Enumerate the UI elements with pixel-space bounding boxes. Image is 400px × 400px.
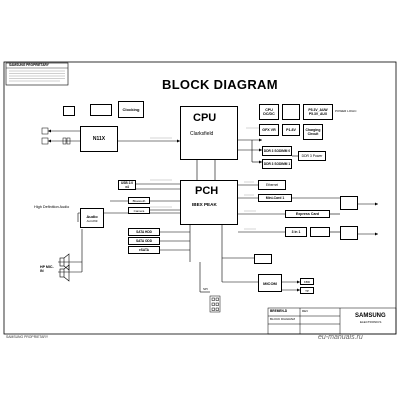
right-connector-b	[340, 226, 358, 240]
audio-codec-block: Audio ALC269	[80, 208, 104, 228]
minicard1-block: Mini-Card 1	[258, 194, 292, 202]
card-reader-block: 3 in 1	[285, 227, 307, 237]
card-reader-label: 3 in 1	[291, 230, 301, 234]
title-block	[267, 307, 397, 335]
proprietary-title: SAMSUNG PROPRIETARY	[9, 63, 49, 67]
title-project: BREMEN-D	[270, 309, 288, 313]
gfx-vr-block: GFX VR	[259, 124, 279, 136]
samsung-logo: SAMSUNG	[355, 313, 386, 319]
hd-audio-label: High Definition Audio	[34, 205, 70, 209]
minicard1-label: Mini-Card 1	[265, 196, 285, 200]
kbd-block: KBD	[300, 278, 314, 285]
cpu-dcdc-block: CPU DC/DC	[259, 104, 279, 120]
usb-ports-label: USB 2.0 x4	[120, 181, 134, 189]
p18v-label: P1.8V	[286, 128, 296, 132]
gpu-n11x-block: N11X	[80, 126, 118, 152]
signal-wires	[48, 130, 378, 293]
card-slot-block	[310, 227, 330, 237]
kbc-buffer-block	[254, 254, 272, 264]
p18v-block: P1.8V	[282, 124, 300, 136]
sheet-frame	[3, 61, 397, 335]
ddr3-sodimm1-block: DDR 3 SODIMM 1	[262, 159, 292, 169]
samsung-division: ELECTRONICS	[360, 320, 382, 324]
sata-hdd-label: SATA HDD	[136, 230, 152, 234]
camera-block: Camera	[128, 207, 150, 214]
audio-codec-part: ALC269	[86, 218, 98, 223]
bluetooth-label: Bluetooth	[132, 198, 146, 203]
sata-odd-block: SATA ODD	[128, 237, 160, 245]
usb-ports-block: USB 2.0 x4	[118, 180, 136, 190]
gfx-vr-label: GFX VR	[262, 128, 276, 132]
cpu-thermal-box	[90, 104, 112, 116]
title-sheet: BLOCK DIAGRAM	[270, 317, 296, 321]
ddr3-power-block: DDR 3 Power	[298, 151, 326, 161]
camera-label: Camera	[133, 208, 145, 213]
gpu-n11x-label: N11X	[92, 136, 106, 142]
ddr3-sodimm0-label: DDR 3 SODIMM 0	[263, 149, 291, 153]
tp-block: TP	[300, 287, 314, 294]
ddr3-sodimm0-block: DDR 3 SODIMM 0	[262, 146, 292, 156]
cpu-block: CPU Clarksfield	[180, 106, 238, 160]
audio-codec-label: Audio	[86, 213, 98, 219]
clocking-label: Clocking	[122, 107, 140, 112]
title-revision: REV	[302, 309, 309, 313]
bluetooth-block: Bluetooth	[128, 197, 150, 204]
charging-circuit-block: Charging Circuit	[303, 124, 323, 140]
footer-proprietary: SAMSUNG PROPRIETARY	[6, 335, 49, 339]
micom-label: MICOM	[263, 280, 277, 286]
clocking-block: Clocking	[118, 101, 144, 118]
pch-codename: IBEX PEAK	[192, 202, 217, 207]
sata-hdd-block: SATA HDD	[128, 228, 160, 236]
hp-micin-label: HP MIC-IN	[40, 265, 54, 273]
p5v-aux-label: P5.3V_AUX	[308, 112, 328, 116]
diagram-title: BLOCK DIAGRAM	[162, 77, 278, 92]
cpu-dcdc-label: CPU DC/DC	[263, 108, 275, 116]
p5v-auw-label: P5.3V_AUW	[308, 108, 328, 112]
cpu-name: CPU	[193, 112, 217, 124]
tp-label: TP	[305, 288, 309, 293]
ethernet-block: Ethernet	[258, 180, 286, 190]
p5v-p3v-block: P5.3V_AUW P5.3V_AUX	[303, 104, 333, 120]
ddr3-power-label: DDR 3 Power	[301, 154, 323, 158]
vcc-box	[282, 104, 300, 120]
charging-circuit-label: Charging Circuit	[305, 128, 321, 136]
watermark: eu-manuals.ru	[318, 334, 363, 341]
proprietary-box	[5, 62, 69, 86]
sata-odd-label: SATA ODD	[135, 239, 153, 243]
pch-block: PCH IBEX PEAK	[180, 180, 238, 225]
micom-block: MICOM	[258, 274, 282, 292]
cpu-codename: Clarksfield	[190, 131, 214, 137]
pch-name: PCH	[195, 185, 219, 197]
speaker-icon	[59, 253, 70, 282]
power-logic-label: POWER LOGIC	[335, 109, 357, 113]
clock-crystal-box	[63, 106, 75, 116]
connector-icon	[41, 127, 71, 145]
right-connector-a	[340, 196, 358, 210]
kbd-label: KBD	[303, 279, 311, 284]
express-card-block: Express Card	[285, 210, 330, 218]
ddr3-sodimm1-label: DDR 3 SODIMM 1	[263, 162, 291, 166]
spi-label: SPI	[203, 287, 208, 291]
spi-chip-icon	[209, 295, 221, 313]
express-card-label: Express Card	[295, 212, 320, 216]
ethernet-label: Ethernet	[265, 183, 279, 187]
esata-label: eSATA	[139, 248, 149, 252]
esata-block: eSATA	[128, 246, 160, 254]
